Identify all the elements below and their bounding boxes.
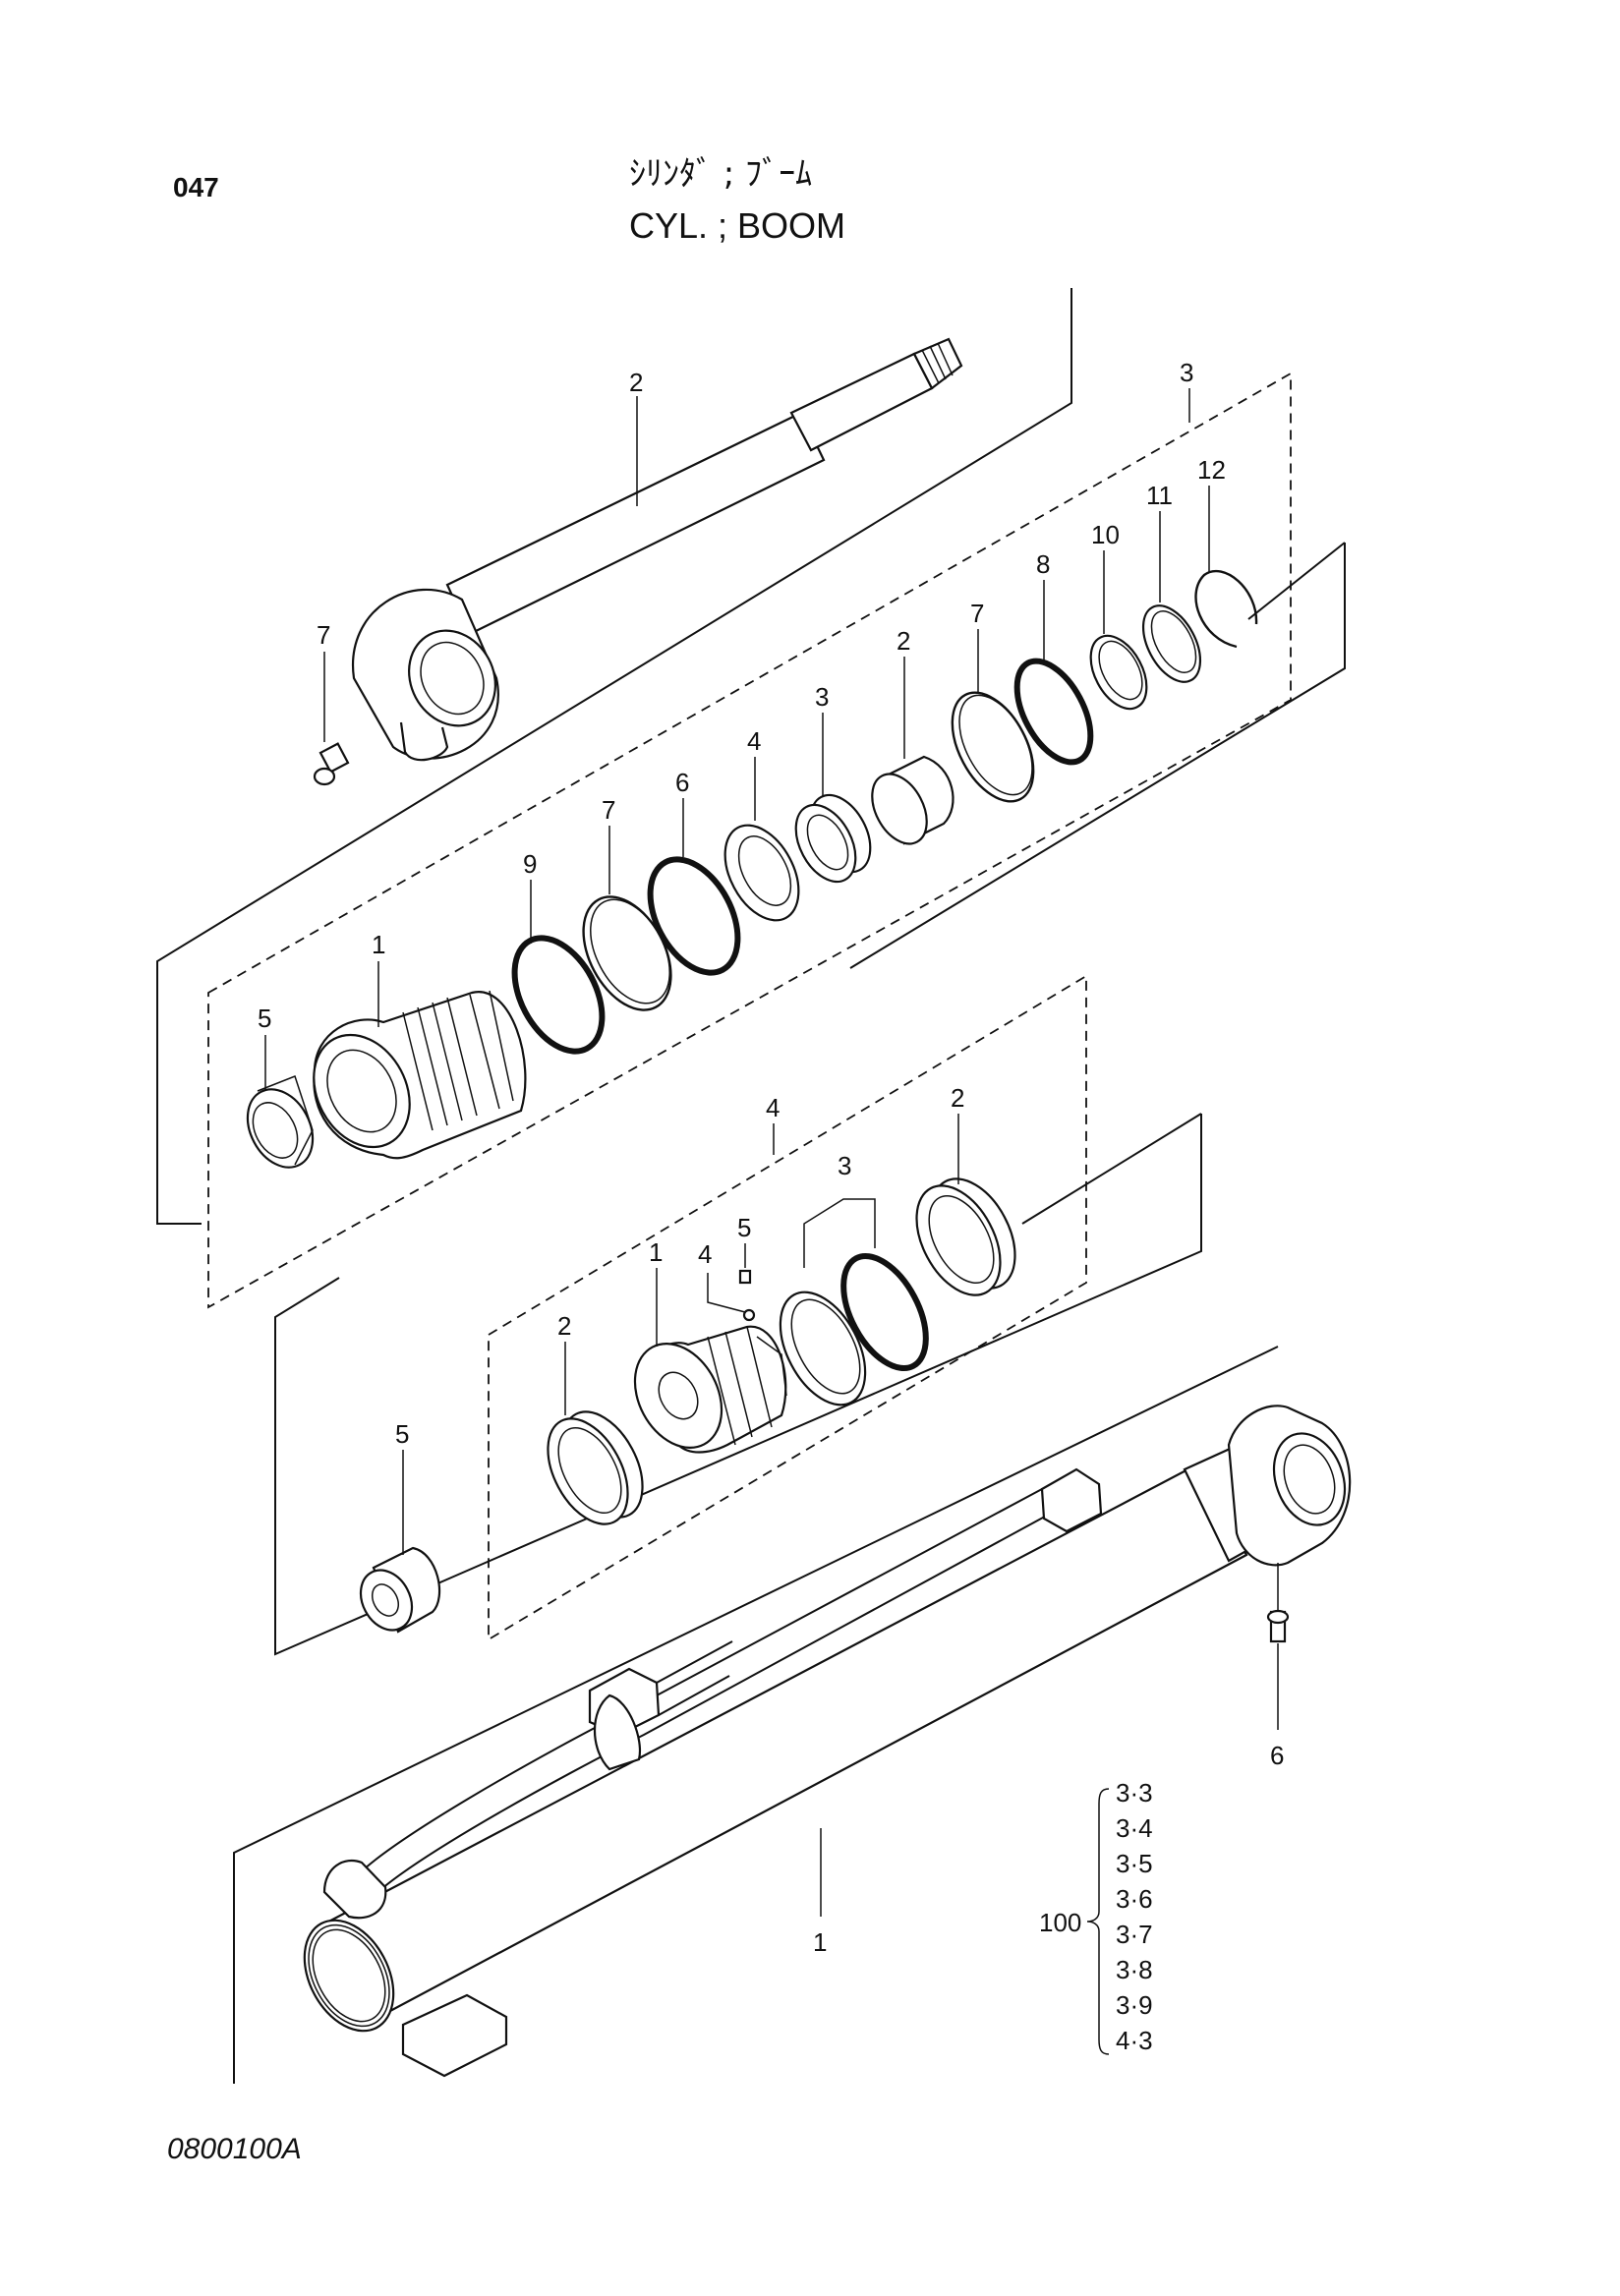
kit-item: 3·4	[1116, 1813, 1153, 1843]
kit-item: 3·9	[1116, 1990, 1153, 2020]
piston-part-4-ball	[742, 1308, 756, 1322]
kit-item: 3·6	[1116, 1884, 1153, 1914]
kit-label: 100	[1039, 1908, 1081, 1937]
head-part-10-ring	[1089, 634, 1148, 711]
bracket-tube	[233, 1346, 1279, 2084]
kit-item: 4·3	[1116, 2026, 1153, 2055]
connector-head-rod	[1247, 542, 1346, 620]
kit-item: 3·7	[1116, 1920, 1153, 1949]
callout-head-8: 8	[1036, 549, 1050, 579]
callout-head-group: 3	[1180, 358, 1193, 387]
piston-part-3-o-ring	[840, 1252, 929, 1372]
callout-rod-fitting: 7	[317, 620, 330, 650]
callout-head-9: 9	[523, 849, 537, 879]
head-part-4-seal	[723, 824, 800, 922]
head-part-1-cylinder-head	[313, 990, 527, 1160]
head-part-9-o-ring	[511, 935, 606, 1055]
page-number: 047	[173, 172, 219, 202]
grease-fitting-tube	[1266, 1609, 1290, 1643]
cylinder-tube	[303, 1405, 1352, 2078]
callout-piston-1: 1	[649, 1237, 663, 1267]
group-box-piston	[488, 974, 1087, 1641]
head-part-7-backup-ring	[582, 895, 672, 1011]
callout-piston-group: 4	[766, 1093, 780, 1122]
group-box-head	[207, 372, 1292, 1309]
connector-piston-bushing	[1021, 1113, 1202, 1225]
leader-piston-3	[803, 1198, 876, 1268]
head-part-6-o-ring	[647, 856, 741, 976]
bracket-piston	[274, 1114, 1202, 1656]
callout-head-4: 4	[747, 726, 761, 756]
callout-head-12: 12	[1197, 455, 1226, 485]
callout-piston-2a: 2	[951, 1083, 964, 1113]
title-english: CYL. ; BOOM	[629, 205, 845, 246]
head-part-12-snap-ring	[1194, 569, 1258, 649]
piston-part-3-seal	[779, 1291, 867, 1406]
callout-head-6: 6	[675, 768, 689, 797]
kit-item: 3·3	[1116, 1778, 1153, 1808]
drawing-code: 0800100A	[167, 2133, 302, 2165]
leader-piston-4	[707, 1273, 746, 1313]
kit-item: 3·8	[1116, 1955, 1153, 1984]
callout-piston-3: 3	[838, 1151, 851, 1180]
callout-tube-fitting: 6	[1270, 1741, 1284, 1770]
head-part-3-buffer-ring	[794, 793, 872, 884]
bracket-head	[849, 543, 1346, 969]
piston-part-2-wear-ring-lower	[547, 1410, 644, 1525]
callout-head-5: 5	[258, 1004, 271, 1033]
head-part-5-wiper	[246, 1075, 315, 1169]
piston-part-1-piston	[633, 1325, 787, 1454]
title-japanese: ｼﾘﾝﾀﾞ ; ﾌﾞｰﾑ	[629, 154, 812, 194]
callout-piston-2b: 2	[557, 1311, 571, 1341]
piston-rod	[351, 337, 963, 762]
seal-kit-list: 100 3·3 3·4 3·5 3·6 3·7 3·8 3·9 4·3	[1039, 1778, 1153, 2055]
callout-head-10: 10	[1091, 520, 1120, 549]
kit-item: 3·5	[1116, 1849, 1153, 1878]
head-part-8-o-ring	[1013, 658, 1094, 766]
callout-piston-5: 5	[737, 1213, 751, 1242]
callout-nut-5: 5	[395, 1419, 409, 1449]
callout-head-3: 3	[815, 682, 829, 712]
piston-part-2-wear-ring-upper	[915, 1177, 1016, 1296]
piston-part-5-set-screw	[738, 1269, 752, 1285]
callout-head-7a: 7	[602, 795, 615, 825]
head-part-11-ring	[1141, 604, 1202, 683]
callout-head-1: 1	[372, 930, 385, 959]
head-part-2-bushing	[871, 755, 955, 845]
callout-head-7b: 7	[970, 599, 984, 628]
callout-tube: 1	[813, 1927, 827, 1957]
callout-head-2: 2	[897, 626, 910, 656]
callout-rod: 2	[629, 368, 643, 397]
grease-fitting-rod	[313, 742, 350, 786]
kit-brace	[1086, 1788, 1110, 2055]
callout-piston-4: 4	[698, 1239, 712, 1269]
bracket-rod	[156, 288, 1072, 1225]
callout-head-11: 11	[1146, 481, 1173, 510]
nut-part-5	[359, 1546, 441, 1634]
